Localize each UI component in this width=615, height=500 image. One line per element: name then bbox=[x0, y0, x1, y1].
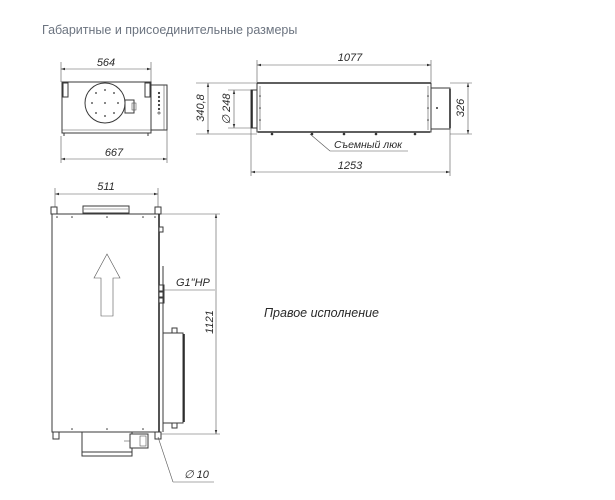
side-dim-height-text: 340,8 bbox=[195, 93, 207, 121]
plan-view: 511 bbox=[50, 181, 220, 483]
side-dim-overall-text: 1253 bbox=[338, 160, 363, 172]
plan-dim-width-text: 511 bbox=[97, 181, 115, 193]
page-title: Габаритные и присоединительные размеры bbox=[42, 23, 298, 37]
orientation-label: Правое исполнение bbox=[264, 306, 379, 320]
side-dim-height-right-text: 326 bbox=[455, 98, 467, 117]
side-dim-duct-diameter-text: ∅ 248 bbox=[221, 93, 233, 125]
pipe-callout-text: G1"HP bbox=[176, 277, 211, 289]
hole-callout-text: ∅ 10 bbox=[184, 469, 210, 481]
airflow-arrow-icon bbox=[93, 253, 121, 317]
plan-dim-height-text: 1121 bbox=[204, 310, 216, 334]
front-dim-overall-text: 667 bbox=[105, 147, 124, 159]
hatch-callout-text: Съемный люк bbox=[334, 139, 403, 151]
side-view: 1077 340,8 ∅ 248 326 bbox=[195, 52, 472, 176]
front-dim-width-text: 564 bbox=[97, 57, 115, 69]
front-view: 564 667 bbox=[60, 57, 168, 163]
side-dim-length-text: 1077 bbox=[338, 52, 363, 64]
